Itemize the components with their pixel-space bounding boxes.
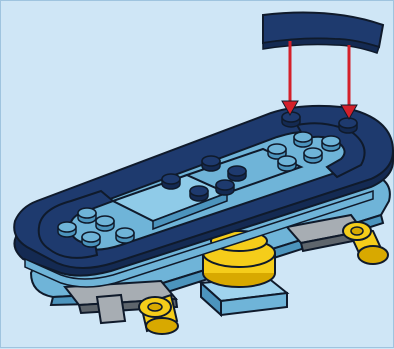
round-stud bbox=[82, 232, 100, 247]
right-yellow-pin bbox=[343, 222, 388, 264]
round-stud bbox=[339, 118, 357, 133]
round-stud bbox=[278, 156, 296, 171]
round-stud bbox=[96, 216, 114, 231]
round-stud bbox=[116, 228, 134, 243]
round-stud bbox=[304, 148, 322, 163]
left-yellow-pin bbox=[139, 295, 178, 334]
round-stud bbox=[58, 222, 76, 237]
round-stud bbox=[78, 208, 96, 223]
round-stud bbox=[202, 156, 220, 171]
round-stud bbox=[190, 186, 208, 201]
arrow-left bbox=[282, 41, 298, 115]
round-stud bbox=[228, 166, 246, 181]
arrow-right bbox=[341, 45, 357, 119]
round-stud bbox=[216, 180, 234, 195]
round-stud bbox=[294, 132, 312, 147]
round-stud bbox=[162, 174, 180, 189]
round-stud bbox=[322, 136, 340, 151]
curved-tile-2x4 bbox=[263, 13, 383, 53]
